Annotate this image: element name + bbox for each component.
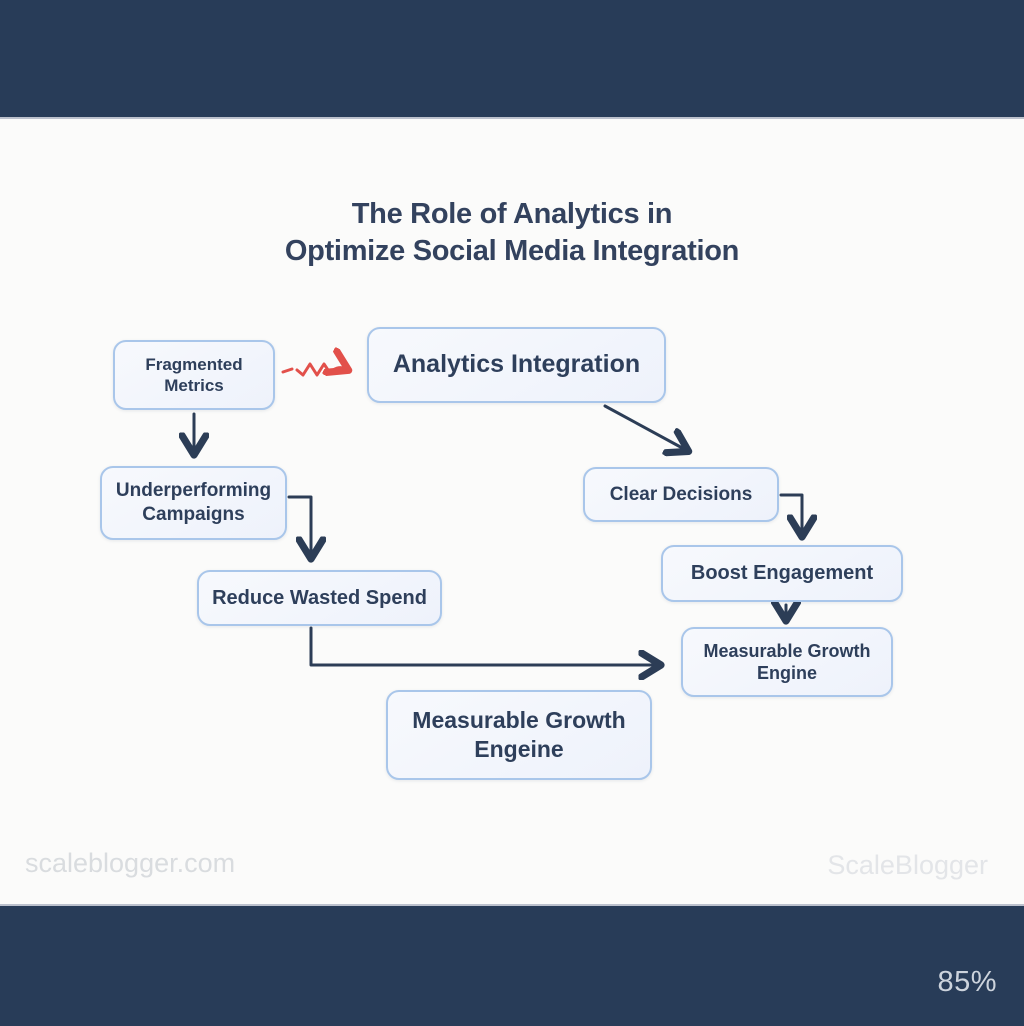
top-banner (0, 0, 1024, 119)
node-analytics-integration: Analytics Integration (367, 327, 666, 403)
arrow-reduce-to-growth-engine (309, 626, 658, 665)
arrow-analytics-to-clear-decisions (603, 404, 686, 450)
node-label: Clear Decisions (609, 483, 753, 505)
node-label: Boost Engagement (690, 562, 874, 584)
arrow-clear-to-boost (779, 493, 802, 534)
node-label: Analytics Integration (392, 350, 641, 379)
red-squiggle-arrow (281, 364, 346, 377)
node-boost-engagement: Boost Engagement (661, 545, 903, 602)
watermark-brand: ScaleBlogger (827, 850, 988, 880)
node-label: Underperforming Campaigns (115, 480, 272, 525)
page-title: The Role of Analytics in Optimize Social… (0, 196, 1024, 270)
node-label: Measurable Growth Engine (703, 640, 871, 684)
bottom-banner (0, 904, 1024, 1026)
page-title-line2: Optimize Social Media Integration (284, 235, 740, 267)
node-fragmented-metrics: Fragmented Metrics (113, 340, 275, 410)
footer-percentage: 85% (937, 966, 997, 998)
watermark-site-url: scaleblogger.com (25, 848, 236, 878)
node-label: Measurable Growth Engeine (412, 707, 626, 762)
node-underperforming-campaigns: Underperforming Campaigns (100, 466, 287, 540)
node-clear-decisions: Clear Decisions (583, 467, 779, 522)
node-measurable-growth-engeine: Measurable Growth Engeine (386, 690, 652, 780)
node-label: Reduce Wasted Spend (212, 586, 427, 609)
arrow-underperforming-to-reduce (287, 495, 311, 556)
node-label: Fragmented Metrics (145, 354, 243, 395)
node-reduce-wasted-spend: Reduce Wasted Spend (197, 570, 442, 626)
page-title-line1: The Role of Analytics in (351, 198, 673, 230)
node-measurable-growth-engine: Measurable Growth Engine (681, 627, 893, 697)
